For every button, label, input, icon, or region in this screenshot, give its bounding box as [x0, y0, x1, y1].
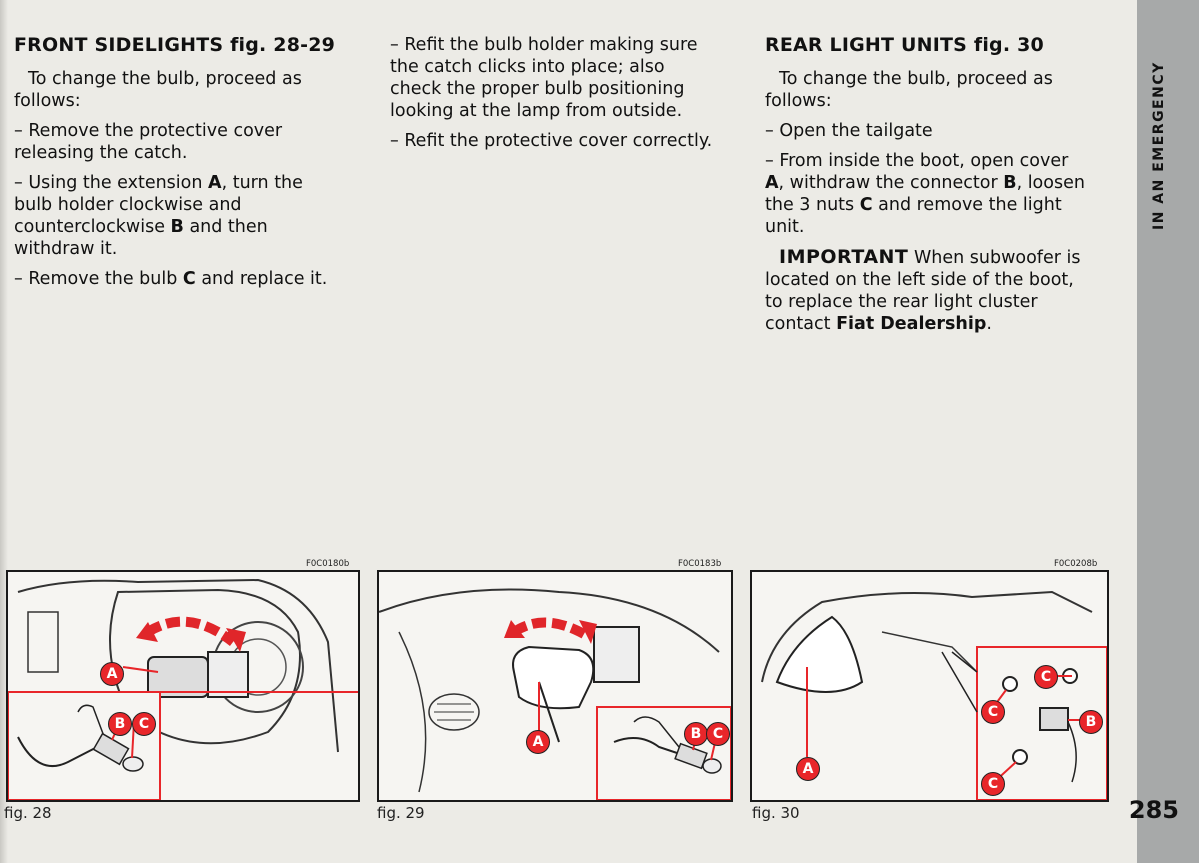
figure-29: A B C	[377, 570, 733, 802]
heading-front-sidelights: FRONT SIDELIGHTS fig. 28-29	[14, 34, 336, 56]
important-note: IMPORTANT When subwoofer is located on t…	[765, 246, 1081, 334]
fig29-caption: fig. 29	[377, 804, 425, 822]
step-refit-holder: – Refit the bulb holder making sure the …	[390, 35, 698, 121]
step-open-cover: – From inside the boot, open cover A, wi…	[765, 151, 1085, 237]
fig30-callout-a: A	[796, 757, 820, 781]
step-remove-bulb: – Remove the bulb C and replace it.	[14, 269, 328, 289]
heading-rear-light-units: REAR LIGHT UNITS fig. 30	[765, 34, 1044, 56]
fig30-callout-c-bottom: C	[981, 772, 1005, 796]
figure-28: A B C	[6, 570, 360, 802]
fig28-callout-b: B	[108, 712, 132, 736]
fig29-code: F0C0183b	[678, 559, 722, 569]
fig29-callout-c: C	[706, 722, 730, 746]
page-gutter-shadow	[0, 0, 8, 863]
fig28-caption: fig. 28	[4, 804, 52, 822]
fig29-callout-b: B	[684, 722, 708, 746]
figure-30: A B C C C	[750, 570, 1109, 802]
column-refit: – Refit the bulb holder making sure the …	[390, 34, 715, 160]
fig28-illustration	[8, 572, 358, 800]
step-open-tailgate: – Open the tailgate	[765, 121, 933, 141]
page-number: 285	[1128, 796, 1179, 824]
paragraph-rear-intro: To change the bulb, proceed as follows:	[765, 69, 1053, 111]
fig30-code: F0C0208b	[1054, 559, 1098, 569]
fiat-dealership: Fiat Dealership	[836, 314, 987, 334]
fig29-illustration	[379, 572, 731, 800]
fig28-callout-a: A	[100, 662, 124, 686]
important-label: IMPORTANT	[779, 246, 909, 268]
fig30-caption: fig. 30	[752, 804, 800, 822]
fig30-callout-b: B	[1079, 710, 1103, 734]
fig30-callout-c-left: C	[981, 700, 1005, 724]
fig30-callout-c-top: C	[1034, 665, 1058, 689]
column-rear-light-units: REAR LIGHT UNITS fig. 30 To change the b…	[765, 34, 1090, 343]
step-remove-cover: – Remove the protective cover releasing …	[14, 121, 283, 163]
section-title: IN AN EMERGENCY	[1151, 61, 1167, 230]
fig29-callout-a: A	[526, 730, 550, 754]
column-front-sidelights: FRONT SIDELIGHTS fig. 28-29 To change th…	[14, 34, 339, 298]
section-sidebar: IN AN EMERGENCY 285	[1129, 0, 1199, 863]
paragraph-intro: To change the bulb, proceed as follows:	[14, 69, 302, 111]
fig28-code: F0C0180b	[306, 559, 350, 569]
step-refit-cover: – Refit the protective cover correctly.	[390, 131, 713, 151]
step-use-extension: – Using the extension A, turn the bulb h…	[14, 173, 303, 259]
fig28-callout-c: C	[132, 712, 156, 736]
